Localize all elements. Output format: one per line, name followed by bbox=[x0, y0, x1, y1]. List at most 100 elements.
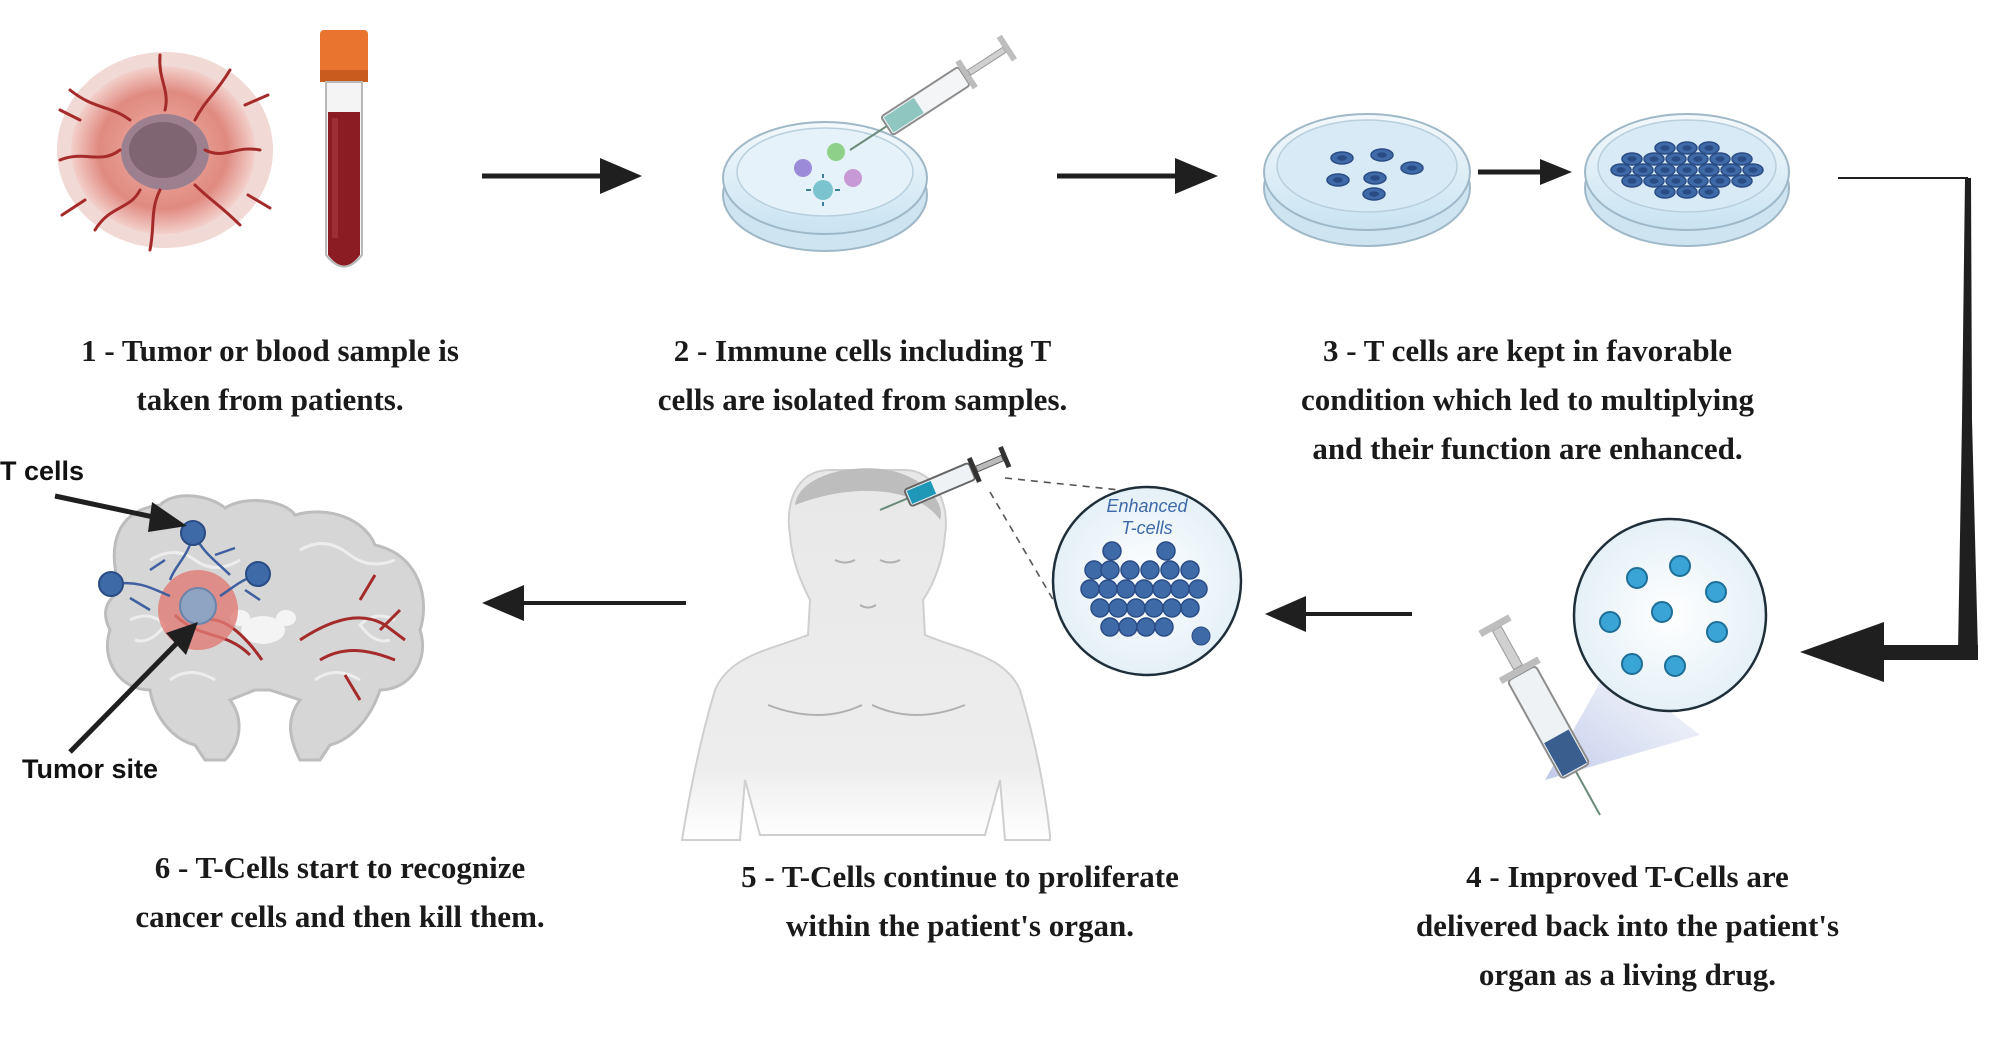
tcells-label: T cells bbox=[0, 456, 85, 486]
enhanced-t-cell bbox=[1140, 560, 1160, 580]
enhanced-label-line2: T-cells bbox=[1121, 518, 1172, 538]
enhanced-t-cell bbox=[1170, 579, 1190, 599]
petri-dish-culture-icon bbox=[1263, 113, 1471, 247]
tumor-site-in-brain bbox=[158, 570, 238, 650]
step6-caption: 6 - T-Cells start to recognize cancer ce… bbox=[115, 843, 565, 941]
t-cell-nucleus bbox=[1737, 156, 1747, 162]
step1-caption: 1 - Tumor or blood sample is taken from … bbox=[60, 326, 480, 424]
small-syringe-icon bbox=[879, 445, 1012, 511]
t-cell-nucleus bbox=[1671, 156, 1681, 162]
cell-cluster-large bbox=[1610, 141, 1764, 199]
enhanced-tcells-bubble: Enhanced T-cells bbox=[1051, 485, 1243, 677]
enhanced-t-cell bbox=[1120, 560, 1140, 580]
t-cell-nucleus bbox=[1682, 167, 1692, 173]
t-cell-nucleus bbox=[1737, 178, 1747, 184]
t-cell-nucleus bbox=[1671, 178, 1681, 184]
enhanced-t-cell bbox=[1162, 598, 1182, 618]
step5-line1: 5 - T-Cells continue to proliferate bbox=[741, 859, 1179, 894]
t-cell-nucleus bbox=[1660, 167, 1670, 173]
arrow-step4-to-step5 bbox=[1265, 596, 1412, 632]
enhanced-label-line1: Enhanced bbox=[1106, 496, 1188, 516]
t-cell-nucleus bbox=[1369, 191, 1379, 197]
improved-t-cell bbox=[1705, 581, 1727, 603]
enhanced-t-cell bbox=[1154, 617, 1174, 637]
t-cell-nucleus bbox=[1704, 145, 1714, 151]
enhanced-t-cell bbox=[1100, 617, 1120, 637]
enhanced-t-cell bbox=[1156, 541, 1176, 561]
enhanced-t-cell bbox=[1126, 598, 1146, 618]
improved-t-cell bbox=[1651, 601, 1673, 623]
t-cell-nucleus bbox=[1407, 165, 1417, 171]
step4-line2: delivered back into the patient's bbox=[1415, 908, 1840, 943]
improved-t-cell bbox=[1706, 621, 1728, 643]
syringe-icon bbox=[849, 34, 1017, 151]
brain-icon bbox=[104, 494, 426, 762]
tumor-site-label: Tumor site bbox=[22, 754, 159, 784]
t-cell-nucleus bbox=[1726, 167, 1736, 173]
t-cell-nucleus bbox=[1660, 145, 1670, 151]
t-cell-nucleus bbox=[1715, 178, 1725, 184]
t-cell-nucleus bbox=[1715, 156, 1725, 162]
t-cell-nucleus bbox=[1377, 152, 1387, 158]
blood-tube-icon bbox=[320, 30, 368, 268]
tcell-dots bbox=[98, 520, 271, 597]
t-cell-nucleus bbox=[1704, 167, 1714, 173]
step2-line1: 2 - Immune cells including T bbox=[673, 333, 1052, 368]
t-cell-nucleus bbox=[1627, 156, 1637, 162]
t-cell-nucleus bbox=[1693, 156, 1703, 162]
t-cell-nucleus bbox=[1627, 178, 1637, 184]
enhanced-t-cell bbox=[1100, 560, 1120, 580]
petri-dish-expanded-icon bbox=[1584, 113, 1790, 247]
t-cell-nucleus bbox=[1748, 167, 1758, 173]
enhanced-t-cell bbox=[1144, 598, 1164, 618]
step3-line1: 3 - T cells are kept in favorable bbox=[1322, 333, 1732, 368]
enhanced-t-cell bbox=[1108, 598, 1128, 618]
step2-line2: cells are isolated from samples. bbox=[657, 382, 1068, 417]
syringe-injection-icon bbox=[1478, 614, 1601, 816]
patient-body-icon bbox=[680, 468, 1051, 841]
arrow-step3-to-step4 bbox=[1800, 177, 1978, 682]
step5-line2: within the patient's organ. bbox=[786, 908, 1134, 943]
enhanced-t-cell bbox=[1188, 579, 1208, 599]
step6-line1: 6 - T-Cells start to recognize bbox=[154, 850, 526, 885]
improved-t-cell bbox=[1664, 655, 1686, 677]
enhanced-t-cell bbox=[1152, 579, 1172, 599]
step2-caption: 2 - Immune cells including T cells are i… bbox=[635, 326, 1090, 424]
step1-line2: taken from patients. bbox=[136, 382, 404, 417]
t-cell-nucleus bbox=[1649, 178, 1659, 184]
improved-t-cell bbox=[1621, 653, 1643, 675]
t-cell-nucleus bbox=[1337, 155, 1347, 161]
t-cell-nucleus bbox=[1704, 189, 1714, 195]
t-cell-nucleus bbox=[1616, 167, 1626, 173]
enhanced-t-cell bbox=[1080, 579, 1100, 599]
t-cell-nucleus bbox=[1649, 156, 1659, 162]
step3-line2: condition which led to multiplying bbox=[1300, 382, 1755, 417]
enhanced-t-cell bbox=[1098, 579, 1118, 599]
t-cell-nucleus bbox=[1682, 145, 1692, 151]
arrow-step1-to-step2 bbox=[482, 158, 642, 194]
step6-line2: cancer cells and then kill them. bbox=[135, 899, 545, 934]
step4-caption: 4 - Improved T-Cells are delivered back … bbox=[1395, 852, 1860, 999]
enhanced-t-cell bbox=[1090, 598, 1110, 618]
enhanced-t-cell bbox=[1134, 579, 1154, 599]
step1-line1: 1 - Tumor or blood sample is bbox=[81, 333, 459, 368]
t-cell-nucleus bbox=[1638, 167, 1648, 173]
improved-t-cell bbox=[1626, 567, 1648, 589]
t-cell-nucleus bbox=[1333, 177, 1343, 183]
step5-caption: 5 - T-Cells continue to proliferate with… bbox=[715, 852, 1205, 950]
arrow-dish-to-dish bbox=[1478, 159, 1572, 185]
t-cell-nucleus bbox=[1682, 189, 1692, 195]
arrow-step5-to-step6 bbox=[482, 585, 686, 621]
step4-line1: 4 - Improved T-Cells are bbox=[1466, 859, 1789, 894]
t-cell-nucleus bbox=[1693, 178, 1703, 184]
enhanced-t-cell bbox=[1180, 560, 1200, 580]
arrow-step2-to-step3 bbox=[1057, 158, 1218, 194]
enhanced-t-cell bbox=[1102, 541, 1122, 561]
t-cell-nucleus bbox=[1660, 189, 1670, 195]
enhanced-t-cell bbox=[1191, 626, 1211, 646]
step3-line3: and their function are enhanced. bbox=[1312, 431, 1743, 466]
zoom-lines bbox=[989, 477, 1121, 609]
label-pointer-arrows bbox=[54, 493, 198, 754]
tumor-sample-icon bbox=[57, 52, 273, 252]
